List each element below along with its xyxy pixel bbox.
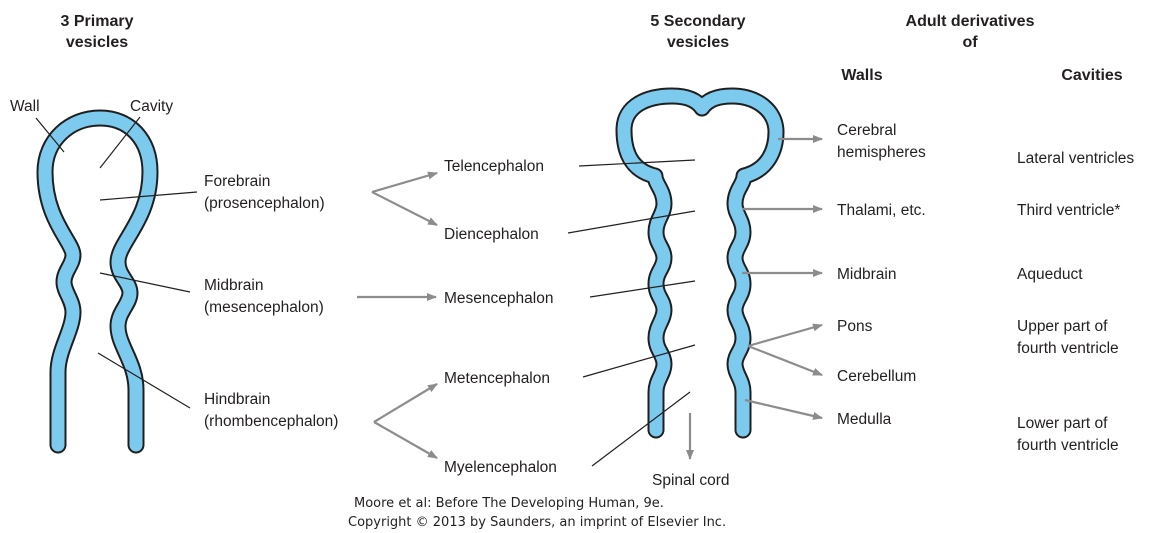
arrow-hindbrain-myelencephalon [374, 422, 437, 458]
arrow-forebrain-telencephalon [372, 173, 437, 192]
credit-line-2: Copyright © 2013 by Saunders, an imprint… [348, 515, 726, 530]
secondary-labels: Telencephalon Diencephalon Mesencephalon… [444, 158, 730, 489]
diencephalon-label: Diencephalon [444, 226, 539, 243]
arrow-metencephalon-pons [748, 325, 822, 346]
cerebellum-label: Cerebellum [837, 368, 916, 385]
arrow-metencephalon-cerebellum [748, 346, 822, 375]
prosencephalon-label: (prosencephalon) [204, 195, 325, 212]
myelencephalon-label: Myelencephalon [444, 459, 557, 476]
forebrain-label: Forebrain [204, 173, 270, 190]
secondary-vesicles-header: 5 Secondary [650, 13, 745, 30]
secondary-tube-wall [624, 96, 776, 430]
arrow-myelencephalon-medulla [745, 400, 822, 418]
mesencephalon-leader-line [590, 281, 695, 297]
arrows [357, 139, 822, 459]
midbrain-primary-label: Midbrain [204, 277, 263, 294]
aqueduct-label: Aqueduct [1017, 266, 1083, 283]
lower-fourth-ventricle-label-line2: fourth ventricle [1017, 437, 1119, 454]
primary-vesicles-header: 3 Primary [61, 13, 134, 30]
midbrain-leader-line [100, 273, 190, 292]
thalami-label: Thalami, etc. [837, 202, 926, 219]
cavity-label: Cavity [130, 98, 173, 115]
lower-fourth-ventricle-label: Lower part of [1017, 415, 1108, 432]
arrow-hindbrain-metencephalon [374, 384, 437, 422]
metencephalon-leader-line [583, 345, 695, 377]
walls-column-header: Walls [841, 67, 882, 84]
hindbrain-label: Hindbrain [204, 391, 270, 408]
cavities-column-header: Cavities [1061, 67, 1122, 84]
secondary-vesicle-tube [624, 96, 776, 430]
wall-label: Wall [10, 98, 40, 115]
secondary-vesicles-header-line2: vesicles [667, 34, 729, 51]
primary-vesicles-header-line2: vesicles [66, 34, 128, 51]
medulla-label: Medulla [837, 411, 892, 428]
adult-derivatives-header-line2: of [962, 34, 978, 51]
pons-label: Pons [837, 318, 873, 335]
copyright-credit: Moore et al: Before The Developing Human… [348, 496, 726, 530]
metencephalon-label: Metencephalon [444, 370, 550, 387]
primary-vesicle-tube [45, 118, 150, 445]
cavities-column: Lateral ventricles Third ventricle* Aque… [1017, 150, 1134, 454]
cerebral-label: Cerebral [837, 122, 896, 139]
mesencephalon-primary-label: (mesencephalon) [204, 299, 324, 316]
third-ventricle-label: Third ventricle* [1017, 202, 1120, 219]
midbrain-wall-label: Midbrain [837, 266, 896, 283]
arrow-forebrain-diencephalon [372, 192, 437, 225]
hemispheres-label: hemispheres [837, 144, 926, 161]
credit-line-1: Moore et al: Before The Developing Human… [354, 496, 664, 511]
myelencephalon-leader-line [592, 392, 690, 466]
upper-fourth-ventricle-label-line2: fourth ventricle [1017, 340, 1119, 357]
headers: 3 Primary vesicles 5 Secondary vesicles … [61, 13, 1123, 84]
spinal-cord-label: Spinal cord [652, 472, 730, 489]
lateral-ventricles-label: Lateral ventricles [1017, 150, 1134, 167]
adult-derivatives-header: Adult derivatives [906, 13, 1035, 30]
rhombencephalon-label: (rhombencephalon) [204, 413, 338, 430]
upper-fourth-ventricle-label: Upper part of [1017, 318, 1108, 335]
walls-column: Cerebral hemispheres Thalami, etc. Midbr… [837, 122, 926, 428]
telencephalon-label: Telencephalon [444, 158, 544, 175]
diencephalon-leader-line [568, 211, 695, 233]
mesencephalon-label: Mesencephalon [444, 290, 553, 307]
